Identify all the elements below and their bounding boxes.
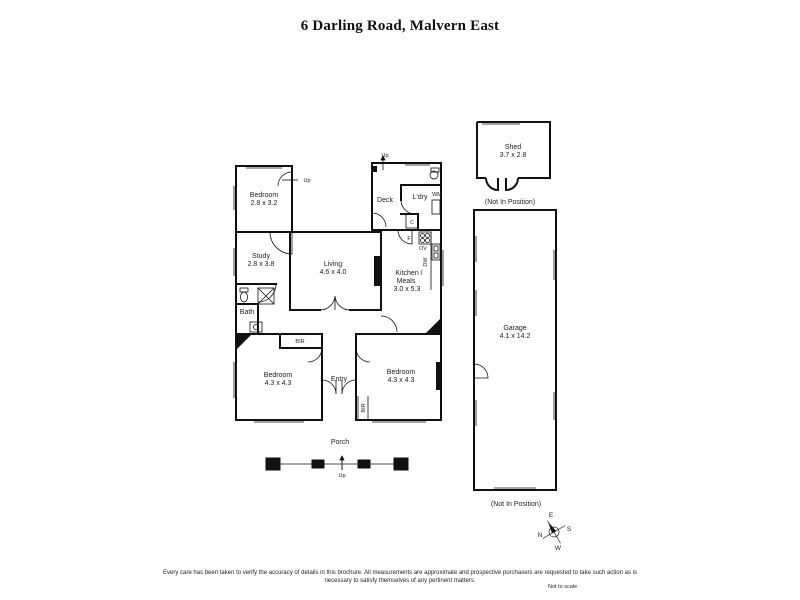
compass-rose [542, 520, 566, 544]
stair-up-porch: Up [338, 473, 345, 479]
house-walls [235, 162, 442, 421]
room-size-bedroom-sw: 4.3 x 4.3 [265, 380, 292, 387]
fixture-f: F [407, 236, 411, 242]
room-label-laundry: L'dry [413, 194, 428, 201]
room-label-garage: Garage [503, 325, 526, 332]
room-label-shed: Shed [505, 144, 521, 151]
fixture-c: C [410, 220, 414, 226]
room-label-porch: Porch [331, 439, 349, 446]
not-to-scale-label: Not to scale [548, 584, 578, 590]
fixture-bir-2: BIR [361, 403, 367, 412]
room-size-garage: 4.1 x 14.2 [500, 333, 531, 340]
room-label-entry: Entry [331, 376, 348, 383]
porch [265, 457, 409, 471]
stair-arrows [339, 155, 386, 470]
stair-up-deck: Up [381, 153, 388, 159]
room-label-meals: Meals [397, 278, 416, 285]
compass-letters: E S N W [538, 512, 572, 552]
fixtures [239, 167, 441, 420]
not-in-position-shed: (Not In Position) [485, 199, 535, 206]
room-label-bedroom-se: Bedroom [387, 369, 416, 376]
room-size-bedroom-nw: 2.8 x 3.2 [251, 200, 278, 207]
compass-w: W [555, 545, 562, 552]
disclaimer-text: Every care has been taken to verify the … [163, 570, 637, 584]
fixture-ov: OV [419, 246, 427, 252]
not-in-position-garage: (Not In Position) [491, 501, 541, 508]
room-label-living: Living [324, 261, 342, 268]
fixture-bir-1: BIR [295, 339, 304, 345]
chimney-blocks [236, 166, 442, 390]
fixture-wm: WM [432, 192, 442, 198]
room-label-deck: Deck [377, 197, 393, 204]
compass-e: E [549, 512, 554, 519]
windows [233, 123, 520, 423]
fixture-dw: DW [423, 257, 429, 267]
room-label-bedroom-sw: Bedroom [264, 372, 293, 379]
door-swings [257, 171, 416, 395]
room-label-kitchen: Kitchen / [395, 270, 422, 277]
garage-details [473, 236, 557, 491]
room-label-bath: Bath [240, 309, 255, 316]
stair-up-bedroom: Up [303, 178, 310, 184]
compass-s: S [567, 526, 572, 533]
room-size-living: 4.6 x 4.0 [320, 269, 347, 276]
room-size-kitchen: 3.0 x 5.3 [394, 286, 421, 293]
compass-n: N [538, 532, 543, 539]
room-label-bedroom-nw: Bedroom [250, 192, 279, 199]
room-size-shed: 3.7 x 2.8 [500, 152, 527, 159]
garage-walls [473, 209, 557, 491]
room-size-study: 2.8 x 3.8 [248, 261, 275, 268]
page-title: 6 Darling Road, Malvern East [300, 18, 500, 34]
room-label-study: Study [252, 253, 270, 260]
room-size-bedroom-se: 4.3 x 4.3 [388, 377, 415, 384]
